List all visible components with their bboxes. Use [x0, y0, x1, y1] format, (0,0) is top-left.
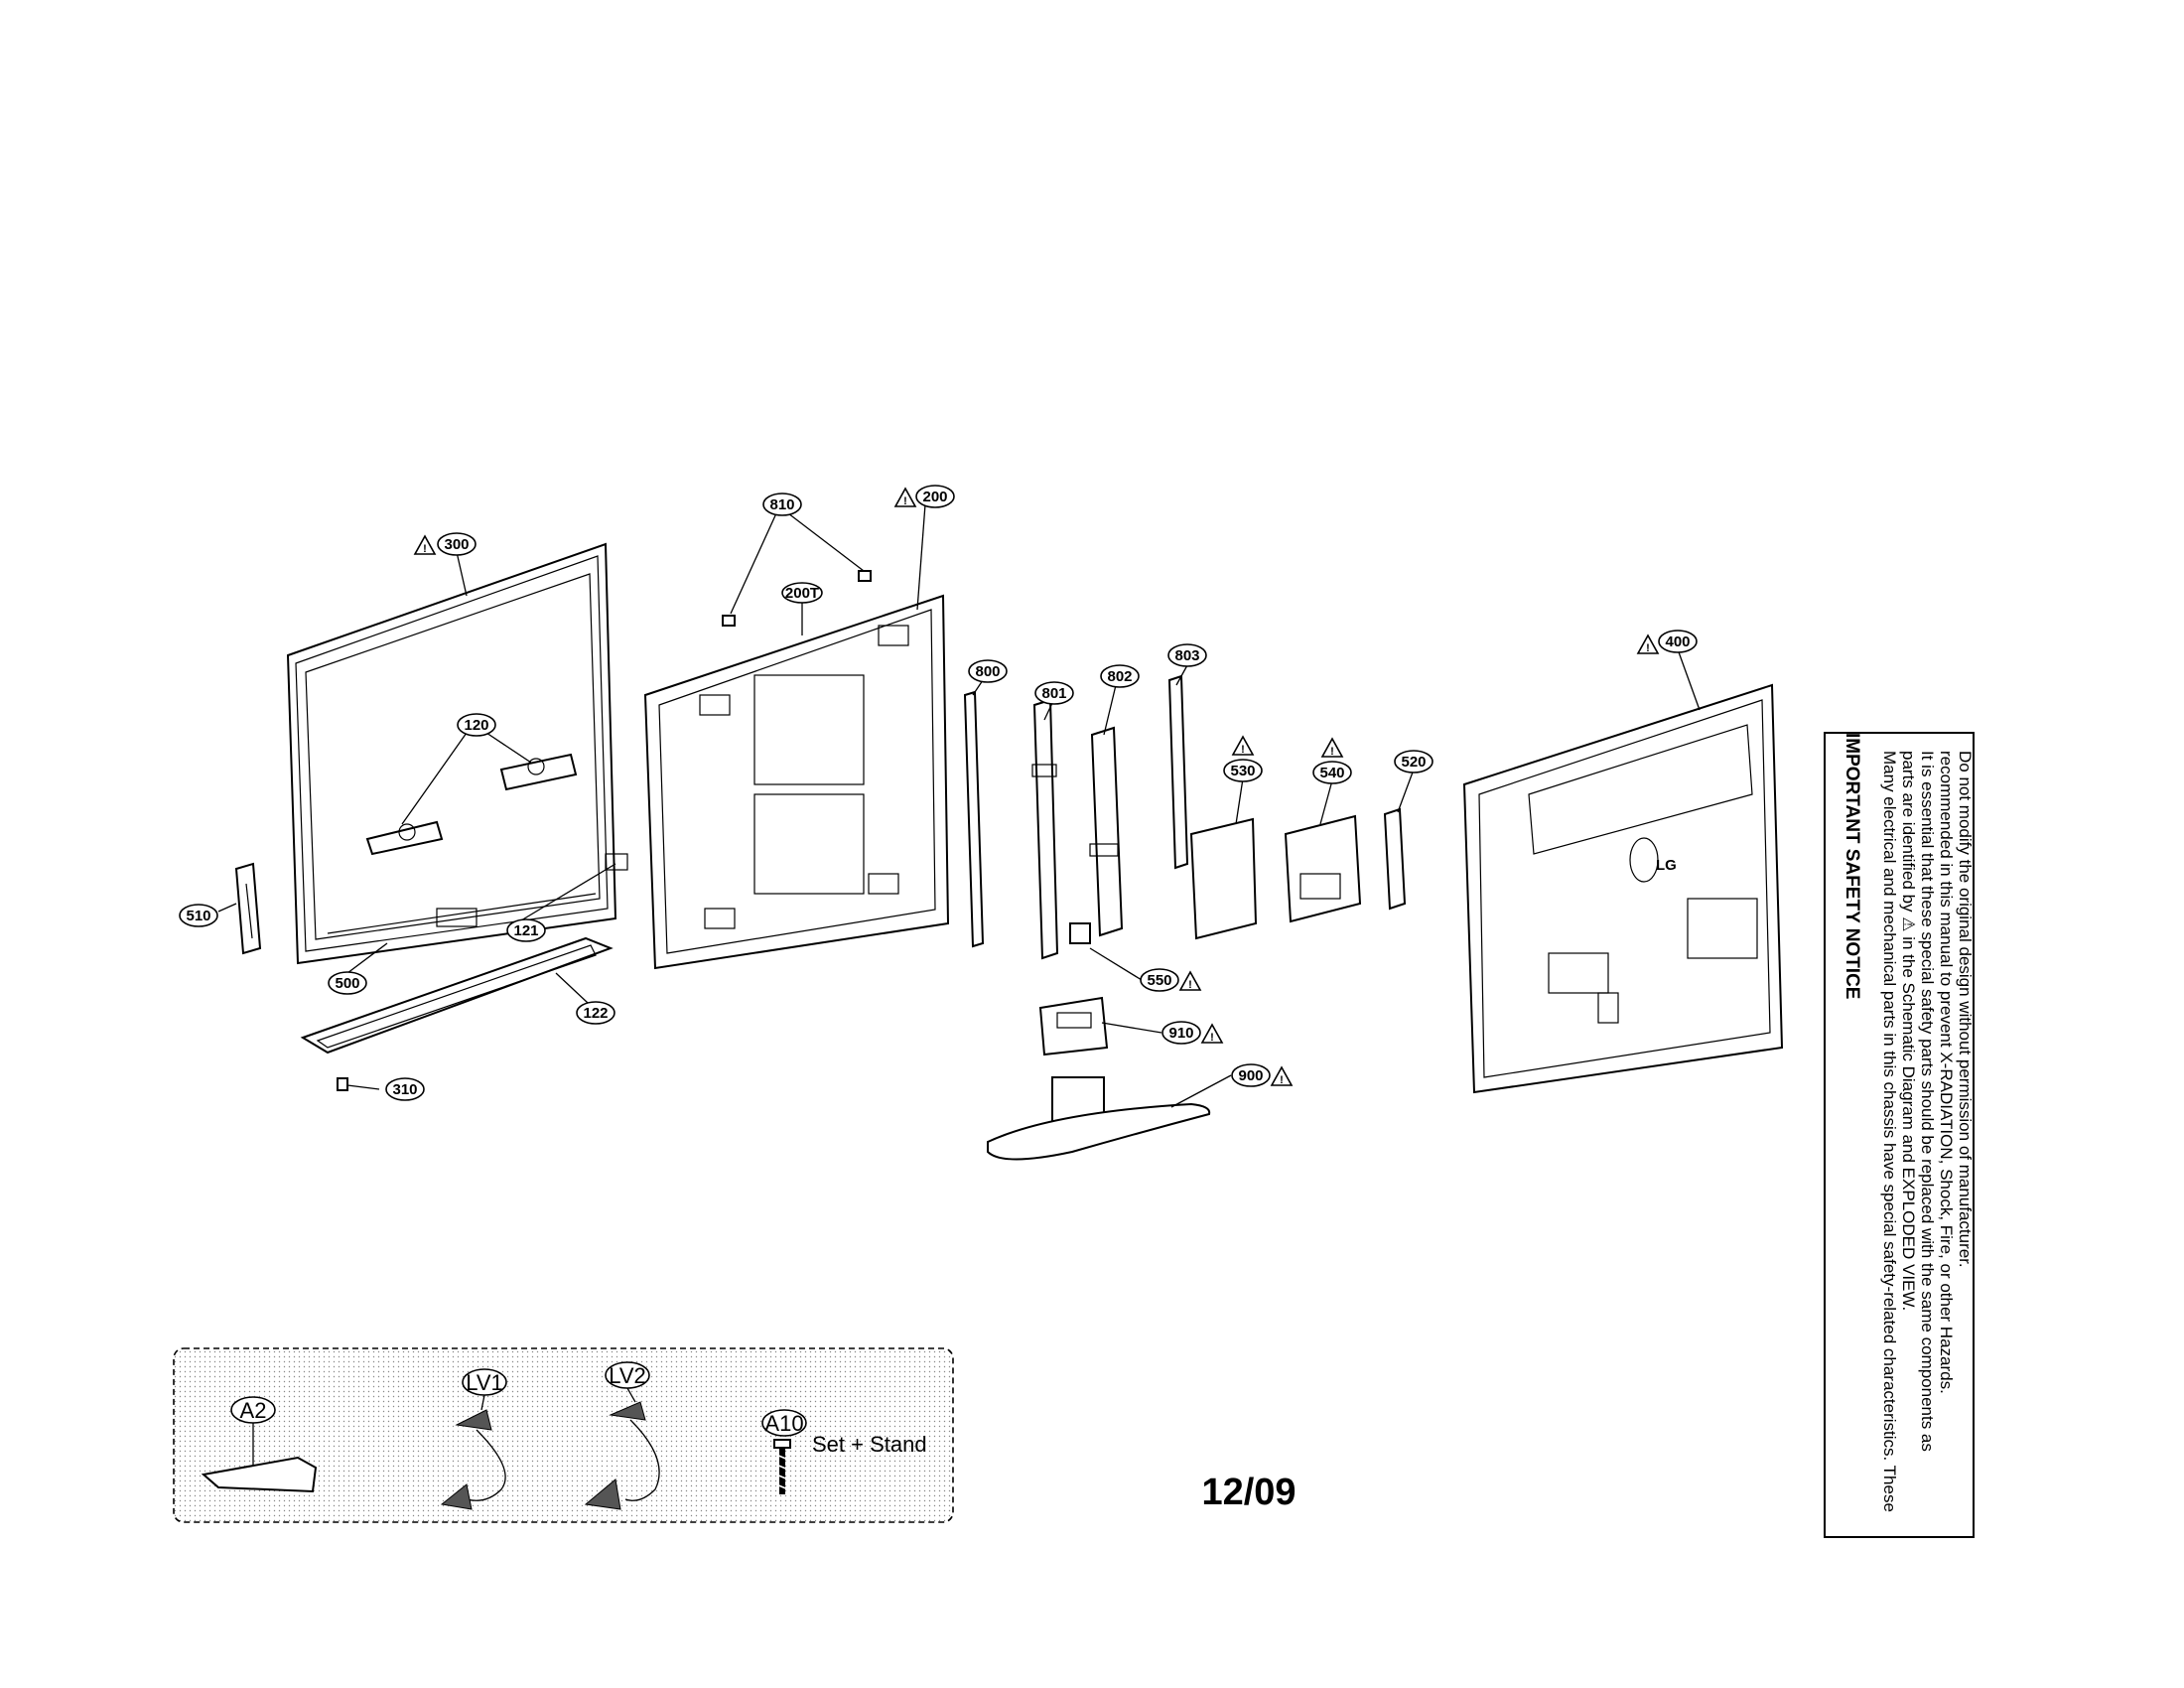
svg-text:A2: A2 — [240, 1398, 267, 1423]
front-cabinet-300 — [286, 542, 628, 965]
safety-notice: IMPORTANT SAFETY NOTICE Many electrical … — [1824, 732, 1975, 1538]
callout-530: 530 — [1223, 736, 1263, 782]
svg-text:500: 500 — [335, 975, 359, 992]
callout-802: 802 — [1100, 664, 1140, 688]
lg-logo: LG — [1656, 857, 1677, 874]
callout-122: 122 — [576, 1001, 615, 1025]
accessories-box: A2 LV1 LV2 A10 Set + Stand — [173, 1347, 954, 1523]
callout-520: 520 — [1394, 750, 1433, 774]
stand-base-900 — [987, 1076, 1211, 1161]
callout-200: 200 — [894, 485, 955, 508]
callout-800: 800 — [968, 659, 1008, 683]
callout-540: 540 — [1312, 738, 1352, 784]
accessory-a2: A2 — [201, 1396, 318, 1493]
board-800 — [963, 690, 985, 948]
svg-text:121: 121 — [513, 922, 538, 939]
accessory-lv2: LV2 — [584, 1361, 660, 1510]
svg-text:LV1: LV1 — [466, 1370, 503, 1395]
svg-text:A10: A10 — [764, 1411, 803, 1436]
callout-910: 910 — [1161, 1021, 1223, 1045]
board-803 — [1167, 674, 1189, 870]
safety-notice-line-4: recommended in this manual to prevent X-… — [1937, 751, 1956, 1394]
svg-text:910: 910 — [1168, 1025, 1193, 1042]
svg-text:122: 122 — [583, 1005, 608, 1022]
callout-500: 500 — [328, 971, 367, 995]
callout-200T: 200T — [781, 582, 823, 604]
safety-notice-title: IMPORTANT SAFETY NOTICE — [1842, 733, 1862, 999]
svg-text:LV2: LV2 — [609, 1363, 646, 1388]
svg-text:520: 520 — [1401, 754, 1426, 771]
svg-text:310: 310 — [392, 1081, 417, 1098]
accessory-a10: A10 Set + Stand — [761, 1409, 927, 1494]
safety-notice-line-5: Do not modify the original design withou… — [1956, 751, 1975, 1268]
svg-text:550: 550 — [1147, 972, 1171, 989]
back-cover-400: LG — [1462, 683, 1784, 1094]
callout-810: 810 — [762, 492, 802, 516]
svg-text:540: 540 — [1319, 765, 1344, 781]
callout-310: 310 — [385, 1077, 425, 1101]
svg-text:400: 400 — [1665, 633, 1690, 650]
board-802 — [1089, 726, 1124, 937]
safety-notice-line-3: It is essential that these special safet… — [1918, 751, 1937, 1452]
callout-121: 121 — [506, 918, 546, 942]
side-bracket-510 — [234, 862, 262, 955]
safety-notice-line-1: Many electrical and mechanical parts in … — [1880, 751, 1899, 1512]
svg-text:900: 900 — [1238, 1067, 1263, 1084]
callout-120: 120 — [457, 713, 496, 737]
bracket-810 — [722, 570, 872, 627]
safety-notice-line-2: parts are identified by ⚠ in the Schemat… — [1899, 751, 1918, 1311]
svg-text:200T: 200T — [785, 585, 819, 602]
svg-text:530: 530 — [1230, 763, 1255, 779]
callout-400: 400 — [1637, 630, 1698, 655]
stand-neck-910 — [1038, 996, 1109, 1056]
svg-text:802: 802 — [1107, 668, 1132, 685]
board-801 — [1031, 698, 1059, 960]
bracket-520 — [1383, 807, 1407, 911]
svg-text:801: 801 — [1041, 685, 1066, 702]
svg-text:300: 300 — [444, 536, 469, 553]
svg-text:510: 510 — [186, 908, 210, 924]
revision-date: 12/09 — [1201, 1472, 1296, 1513]
callout-300: 300 — [414, 532, 477, 556]
leader-lines — [217, 503, 1701, 1108]
accessory-lv1: LV1 — [440, 1368, 507, 1510]
callout-801: 801 — [1034, 681, 1074, 705]
svg-text:200: 200 — [922, 489, 947, 505]
main-board-540 — [1284, 814, 1362, 923]
clip-310 — [337, 1077, 348, 1091]
speaker-120 — [365, 753, 578, 856]
component-550 — [1069, 922, 1091, 944]
callout-900: 900 — [1231, 1063, 1293, 1087]
power-board-530 — [1189, 817, 1258, 940]
a10-note: Set + Stand — [812, 1432, 927, 1457]
svg-text:810: 810 — [769, 496, 794, 513]
svg-text:120: 120 — [464, 717, 488, 734]
panel-module-200 — [643, 594, 950, 970]
svg-text:803: 803 — [1174, 647, 1199, 664]
callout-510: 510 — [179, 904, 218, 927]
speaker-bar-122 — [300, 936, 614, 1055]
callout-803: 803 — [1167, 643, 1207, 667]
callout-550: 550 — [1140, 968, 1201, 992]
svg-text:800: 800 — [975, 663, 1000, 680]
